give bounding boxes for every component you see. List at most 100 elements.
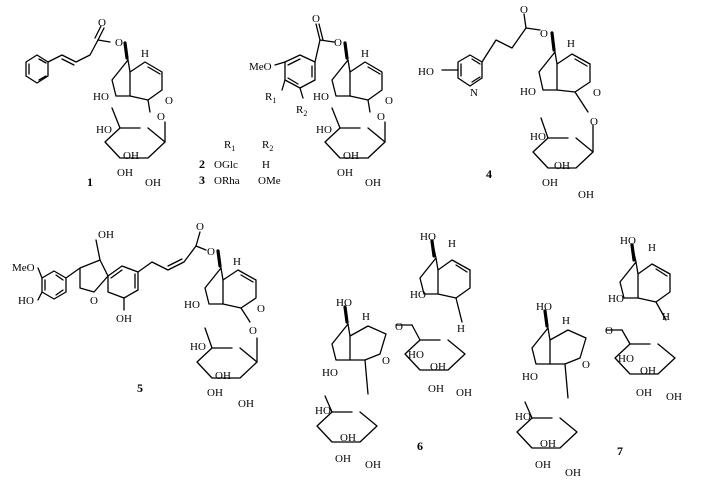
- oh-aromatic-label: OH: [116, 313, 132, 325]
- methoxy-label: MeO: [249, 61, 272, 73]
- ho-phenol-label: HO: [18, 295, 34, 307]
- ho-sugar-label: HO: [96, 124, 112, 136]
- compound-number: 6: [417, 439, 423, 453]
- compound-1: O O H HO O O HO OH OH OH 1: [25, 17, 173, 189]
- oh-sugar2-label-1: OH: [540, 438, 556, 450]
- compound-5: OH MeO HO O OH O O H HO O O HO OH OH OH …: [12, 221, 265, 410]
- o-carbonyl-label: O: [520, 4, 528, 16]
- o-pyran-label: O: [382, 355, 390, 367]
- o-pyran-label: O: [582, 359, 590, 371]
- oh-sugar-label-3: OH: [238, 398, 254, 410]
- r2-label: R2: [296, 104, 307, 118]
- oh-sugar-label-3: OH: [365, 177, 381, 189]
- h-label: H: [361, 48, 369, 60]
- oh-sugar-label-1: OH: [343, 150, 359, 162]
- oh-sugar-label-2: OH: [337, 167, 353, 179]
- table-row-2-number: 2: [199, 157, 205, 171]
- o-carbonyl-label: O: [312, 13, 320, 25]
- o-ring-label: O: [257, 303, 265, 315]
- h-upper-label: H: [448, 238, 456, 250]
- ho-upper-aglycone-label: HO: [620, 235, 636, 247]
- oh-sugar-label-3: OH: [145, 177, 161, 189]
- oh-sugar-label-1: OH: [123, 150, 139, 162]
- oh-sugar1-label-3: OH: [456, 387, 472, 399]
- compound-2: MeO R1 R2 O O H HO O O HO OH OH OH: [249, 13, 393, 189]
- h-upper-label: H: [648, 242, 656, 254]
- o-linker-label: O: [605, 325, 613, 337]
- oh-sugar2-label-3: OH: [365, 459, 381, 471]
- ho-sugar2-label: HO: [515, 411, 531, 423]
- ho-sugar-label: HO: [530, 131, 546, 143]
- compound-number: 4: [486, 167, 492, 181]
- h-lower-label: H: [662, 311, 670, 323]
- o-ester-label: O: [115, 37, 123, 49]
- compound-6: HO H HO H HO H O O HO HO OH OH OH HO OH …: [315, 231, 472, 471]
- ho-pyridine-label: HO: [418, 66, 434, 78]
- oh-sugar2-label-2: OH: [335, 453, 351, 465]
- oh-sugar-label-2: OH: [207, 387, 223, 399]
- o-carbonyl-label: O: [98, 17, 106, 29]
- compound-7: HO H HO H HO H O O HO HO OH OH OH HO OH …: [515, 235, 682, 479]
- ho-sugar-label: HO: [316, 124, 332, 136]
- o-glycoside-label: O: [249, 325, 257, 337]
- oh-sugar1-label-3: OH: [666, 391, 682, 403]
- ho-sugar-label: HO: [190, 341, 206, 353]
- oh-sugar1-label-1: OH: [640, 365, 656, 377]
- o-ring-label: O: [165, 95, 173, 107]
- ho-label: HO: [520, 86, 536, 98]
- methoxy-label: MeO: [12, 262, 35, 274]
- ho-upper-label: HO: [410, 289, 426, 301]
- r1-label: R1: [265, 91, 276, 105]
- o-ester-label: O: [207, 246, 215, 258]
- benzofuran-ring: [107, 265, 139, 299]
- table-header-r2: R2: [262, 139, 273, 153]
- ho-sugar2-label: HO: [315, 405, 331, 417]
- oh-sugar-label-1: OH: [215, 370, 231, 382]
- oh-sugar2-label-3: OH: [565, 467, 581, 479]
- ho-label: HO: [184, 299, 200, 311]
- h-label: H: [141, 48, 149, 60]
- table-row-3-r1: ORha: [214, 175, 240, 187]
- o-carbonyl-label: O: [196, 221, 204, 233]
- compound-number: 5: [137, 381, 143, 395]
- oh-sugar1-label-2: OH: [636, 387, 652, 399]
- ho-lower-label: HO: [522, 371, 538, 383]
- oh-sugar1-label-1: OH: [430, 361, 446, 373]
- table-row-2-r2: H: [262, 159, 270, 171]
- o-ester-label: O: [540, 28, 548, 40]
- ho-sugar1-label: HO: [408, 349, 424, 361]
- h-label: H: [233, 256, 241, 268]
- table-header-r1: R1: [224, 139, 235, 153]
- compound-number: 1: [87, 175, 93, 189]
- compound-number: 7: [617, 444, 623, 458]
- ho-sugar1-label: HO: [618, 353, 634, 365]
- o-glycoside-label: O: [157, 111, 165, 123]
- oh-sugar1-label-2: OH: [428, 383, 444, 395]
- benzoate-ring: [284, 54, 316, 89]
- o-furan-label: O: [90, 295, 98, 307]
- oh-sugar-label-2: OH: [117, 167, 133, 179]
- oh-sugar2-label-1: OH: [340, 432, 356, 444]
- o-glycoside-label: O: [590, 116, 598, 128]
- n-label: N: [470, 87, 478, 99]
- oh-sugar-label-2: OH: [542, 177, 558, 189]
- ho-upper-aglycone-label: HO: [420, 231, 436, 243]
- o-glycoside-label: O: [377, 111, 385, 123]
- table-row-2-r1: OGlc: [214, 159, 238, 171]
- o-linker-label: O: [395, 321, 403, 333]
- ho-label: HO: [93, 91, 109, 103]
- compound-4: HO N O O H HO O O HO OH OH OH 4: [418, 4, 601, 201]
- ho-label: HO: [313, 91, 329, 103]
- h-lower-aglycone-label: H: [362, 311, 370, 323]
- h-lower-label: H: [457, 323, 465, 335]
- pyridine-ring: [457, 54, 483, 87]
- oh-sugar-label-1: OH: [554, 160, 570, 172]
- o-ring-label: O: [593, 87, 601, 99]
- ho-upper-label: HO: [608, 293, 624, 305]
- oh-hydroxymethyl-label: OH: [98, 229, 114, 241]
- o-ester-label: O: [334, 37, 342, 49]
- table-row-3-number: 3: [199, 173, 205, 187]
- ho-lower-aglycone-label: HO: [336, 297, 352, 309]
- h-label: H: [567, 38, 575, 50]
